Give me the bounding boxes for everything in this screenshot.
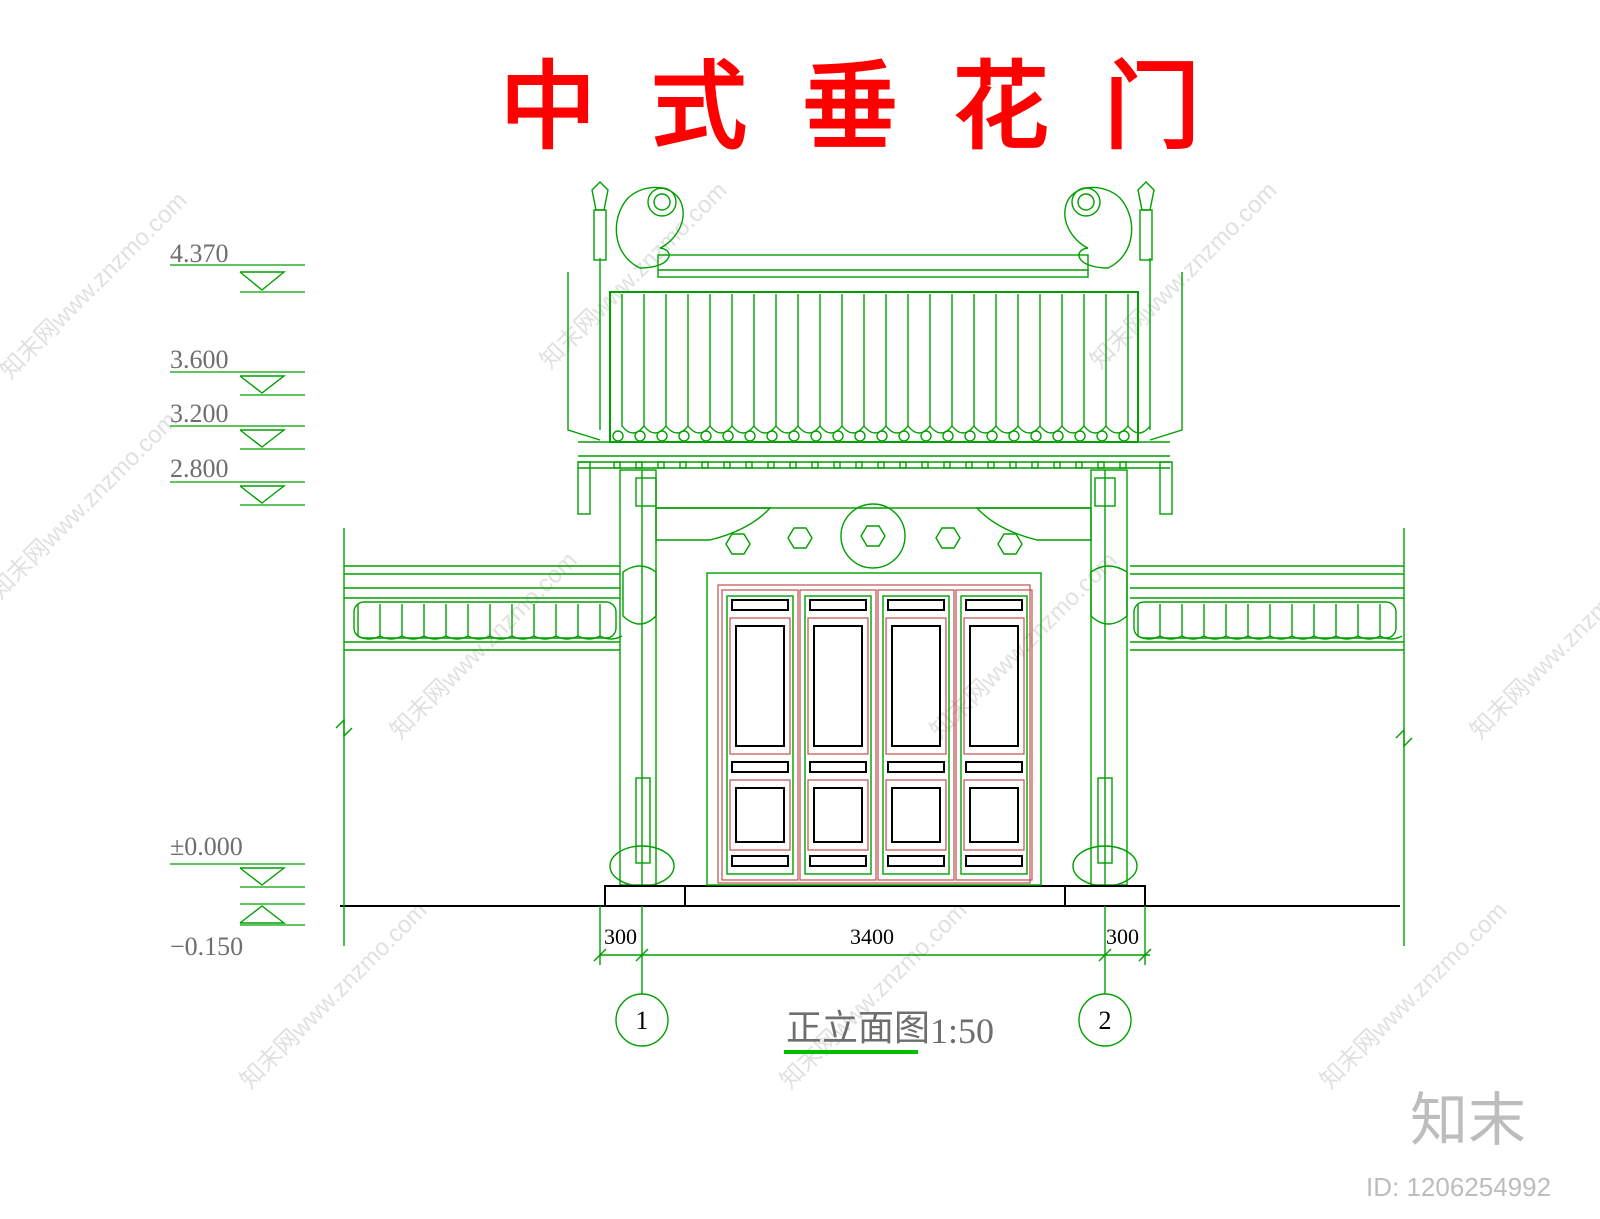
brand-logo: 知末 — [1410, 1086, 1526, 1154]
brand-id: ID: 1206254992 — [1366, 1172, 1551, 1202]
drawing-caption-scale: 1:50 — [930, 1011, 994, 1051]
elevation-label: ±0.000 — [170, 832, 243, 861]
side-wall-left — [335, 528, 620, 946]
elevation-marker: 3.600 — [170, 345, 305, 396]
column-right — [1064, 469, 1146, 907]
dimension-label: 300 — [604, 924, 637, 949]
lintel-panel — [655, 503, 1092, 569]
dimension-label: 3400 — [850, 924, 894, 949]
elevation-marker: 2.800 — [170, 454, 305, 506]
elevation-marker: ±0.000 — [170, 832, 305, 888]
watermark: 知末网www.znzmo.com — [1085, 177, 1282, 374]
side-wall-right — [1130, 528, 1413, 946]
watermark: 知末网www.znzmo.com — [1315, 897, 1512, 1094]
elevation-markers: 4.370 3.600 3.200 2.800 ±0.000 — [170, 239, 305, 961]
roof-tiles — [621, 294, 1151, 434]
elevation-marker: 4.370 — [170, 239, 305, 293]
axis-label: 2 — [1099, 1006, 1112, 1035]
watermark: 知末网www.znzmo.com — [235, 897, 432, 1094]
axis-bubble-1: 1 — [615, 965, 669, 1047]
dimension-line: 300 3400 300 — [593, 906, 1152, 965]
axis-label: 1 — [636, 1006, 649, 1035]
door-leaves — [721, 589, 1033, 881]
ridge-ornament-left — [591, 181, 684, 269]
watermark: 知末网www.znzmo.com — [385, 547, 582, 744]
watermark: 知末网www.znzmo.com — [535, 177, 732, 374]
dimension-label: 300 — [1106, 924, 1139, 949]
door-frame — [706, 572, 1042, 886]
elevation-label: −0.150 — [170, 932, 243, 961]
elevation-label: 4.370 — [170, 239, 229, 268]
watermark: 知末网www.znzmo.com — [0, 407, 182, 604]
elevation-label: 3.600 — [170, 345, 229, 374]
drawing-title: 中式垂花门 — [500, 51, 1200, 163]
elevation-marker: −0.150 — [170, 903, 305, 961]
roof — [567, 254, 1183, 469]
ridge-ornament-right — [1064, 181, 1155, 269]
eave-tiles — [612, 430, 1130, 469]
elevation-label: 3.200 — [170, 399, 229, 428]
watermark: 知末网www.znzmo.com — [1465, 547, 1600, 744]
column-left — [604, 469, 686, 907]
hanging-post-left — [577, 461, 591, 515]
watermark: 知末网www.znzmo.com — [0, 187, 192, 384]
elevation-label: 2.800 — [170, 454, 229, 483]
elevation-marker: 3.200 — [170, 399, 305, 450]
hanging-post-right — [1159, 461, 1173, 515]
axis-bubble-2: 2 — [1078, 965, 1132, 1047]
drawing-caption-name: 正立面图 — [786, 1008, 930, 1048]
